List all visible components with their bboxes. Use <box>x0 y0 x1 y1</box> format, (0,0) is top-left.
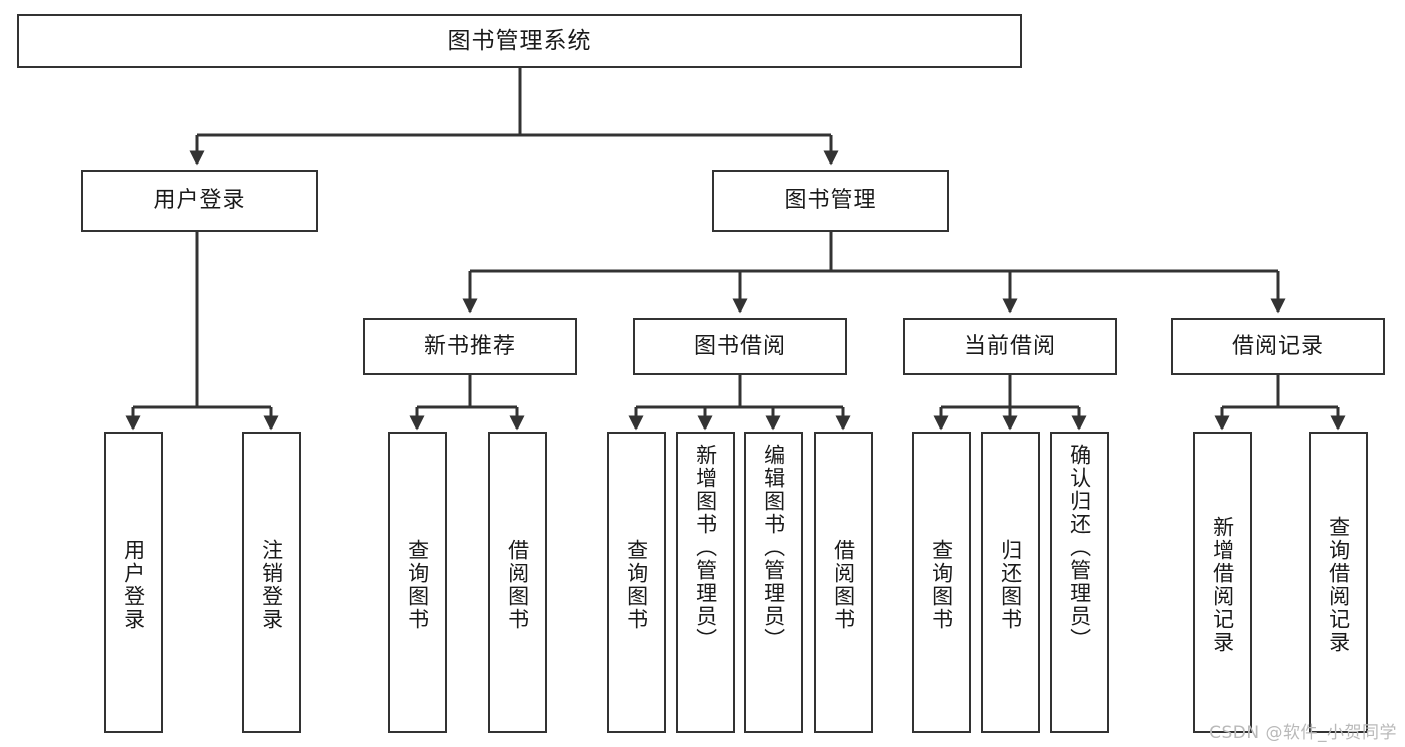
node-label: 借阅记录 <box>1231 333 1324 359</box>
leaf-label: 查询借阅记录 <box>1326 515 1351 654</box>
leaf-label: 归还图书 <box>998 538 1023 631</box>
node-user-login[interactable]: 用户登录 <box>81 170 318 232</box>
node-book-management[interactable]: 图书管理 <box>712 170 949 232</box>
leaf-confirm-return-admin[interactable]: 确认归还（管理员） <box>1050 432 1109 733</box>
leaf-add-borrow-record[interactable]: 新增借阅记录 <box>1193 432 1252 733</box>
leaf-label: 新增图书（管理员） <box>693 444 718 651</box>
leaf-query-book-current[interactable]: 查询图书 <box>912 432 971 733</box>
node-borrow-record[interactable]: 借阅记录 <box>1171 318 1385 375</box>
leaf-label: 新增借阅记录 <box>1210 515 1235 654</box>
csdn-watermark: CSDN @软件_小贺同学 <box>1209 723 1397 743</box>
leaf-label: 编辑图书（管理员） <box>761 444 786 651</box>
node-new-book-recommend[interactable]: 新书推荐 <box>363 318 577 375</box>
leaf-borrow-book-borrow[interactable]: 借阅图书 <box>814 432 873 733</box>
leaf-label: 用户登录 <box>121 538 146 631</box>
leaf-user-login[interactable]: 用户登录 <box>104 432 163 733</box>
leaf-logout-login[interactable]: 注销登录 <box>242 432 301 733</box>
node-label: 图书管理系统 <box>447 27 592 54</box>
node-root-book-management-system[interactable]: 图书管理系统 <box>17 14 1022 68</box>
node-book-borrow[interactable]: 图书借阅 <box>633 318 847 375</box>
leaf-label: 借阅图书 <box>505 538 530 631</box>
leaf-label: 确认归还（管理员） <box>1067 444 1092 651</box>
leaf-label: 借阅图书 <box>831 538 856 631</box>
leaf-return-book[interactable]: 归还图书 <box>981 432 1040 733</box>
leaf-label: 注销登录 <box>259 538 284 631</box>
node-label: 新书推荐 <box>423 333 516 359</box>
leaf-label: 查询图书 <box>929 538 954 631</box>
leaf-label: 查询图书 <box>405 538 430 631</box>
node-current-borrow[interactable]: 当前借阅 <box>903 318 1117 375</box>
leaf-label: 查询图书 <box>624 538 649 631</box>
node-label: 当前借阅 <box>963 333 1056 359</box>
node-label: 图书借阅 <box>693 333 786 359</box>
node-label: 用户登录 <box>153 188 246 214</box>
leaf-query-borrow-record[interactable]: 查询借阅记录 <box>1309 432 1368 733</box>
leaf-borrow-book-recommend[interactable]: 借阅图书 <box>488 432 547 733</box>
node-label: 图书管理 <box>784 188 877 214</box>
leaf-query-book-borrow[interactable]: 查询图书 <box>607 432 666 733</box>
leaf-edit-book-admin[interactable]: 编辑图书（管理员） <box>744 432 803 733</box>
leaf-add-book-admin[interactable]: 新增图书（管理员） <box>676 432 735 733</box>
leaf-query-book-recommend[interactable]: 查询图书 <box>388 432 447 733</box>
